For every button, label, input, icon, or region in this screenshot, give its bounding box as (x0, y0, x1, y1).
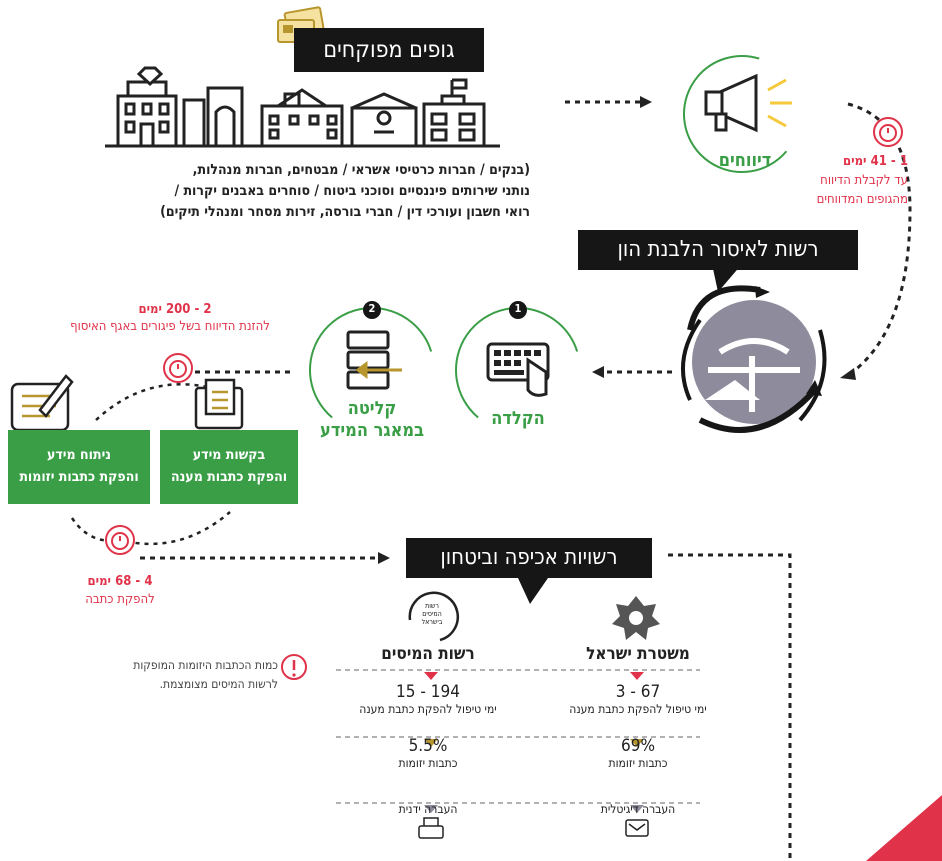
tax-logo-line-3: בישראל (421, 618, 443, 626)
reports-note-line-1: עד לקבלת הדיווח (820, 173, 908, 188)
info-analysis-line-1: ניתוח מידע (47, 447, 111, 463)
step2-number: 2 (368, 302, 376, 315)
entities-line-1: (בנקים / חברות כרטיסי אשראי / מבטחים, חב… (192, 162, 530, 178)
reports-note: עד לקבלת הדיווח מהגופים המדווחים (770, 171, 908, 209)
tax-transfer: העברה ידנית (398, 802, 458, 816)
step2-label-line-2: במאגר המידע (320, 420, 424, 441)
enforcement-note-line-1: כמות הכתבות היזומות המופקות (133, 658, 278, 672)
step1-number: 1 (514, 302, 522, 315)
tax-column: רשות המיסים 194 - 15 ימי טיפול להפקת כתב… (338, 644, 518, 816)
supervised-entities-title: גופים מפוקחים (294, 28, 484, 72)
enforcement-note: כמות הכתבות היזומות המופקות לרשות המיסים… (100, 656, 278, 694)
tax-logo-text: רשות המיסים בישראל (414, 602, 450, 626)
enforcement-note-line-2: לרשות המיסים מצומצמת. (159, 677, 278, 691)
info-requests-line-2: והפקת כתבות מענה (170, 469, 288, 485)
tax-range: 194 - 15 (396, 682, 460, 702)
notepad-pen-icon (10, 374, 74, 432)
production-days: 4 - 68 ימים (87, 574, 153, 589)
police-transfer: העברה דיגיטלית (600, 802, 676, 816)
info-analysis-line-2: והפקת כתבות יזומות (19, 469, 139, 485)
timer-icon-step2 (163, 353, 193, 383)
police-range: 67 - 3 (615, 682, 661, 702)
input-days: 2 - 200 ימים (138, 302, 212, 317)
production-days-note: להפקת כתבה (85, 592, 155, 607)
reports-note-line-2: מהגופים המדווחים (816, 192, 908, 207)
entities-line-2: נותני שירותים פיננסיים וסוכני ביטוח / סו… (174, 183, 530, 199)
police-pct: 69% (621, 736, 655, 756)
alert-icon (281, 654, 307, 680)
row-markers (424, 672, 644, 813)
digital-mail-icon (625, 819, 649, 837)
police-emblem-icon (612, 596, 660, 640)
enforcement-title: רשויות אכיפה וביטחון (406, 538, 652, 578)
timer-icon-boxes (105, 525, 135, 555)
reports-days: 1 - 41 ימים (843, 154, 908, 169)
tax-pct: 5.5% (408, 736, 448, 756)
megaphone-icon (704, 73, 792, 133)
police-column: משטרת ישראל 67 - 3 ימי טיפול להפקת כתבת … (548, 644, 728, 816)
tax-logo-line-1: רשות (425, 602, 439, 610)
authority-emblem-icon (680, 285, 827, 433)
tax-authority-logo (408, 591, 460, 642)
info-requests-line-1: בקשות מידע (192, 447, 266, 463)
tax-range-label: ימי טיפול להפקת כתבת מענה (359, 702, 497, 716)
buildings-icon (105, 66, 500, 148)
input-days-note: להזנת הדיווח בשל פיגורים באגף האיסוף (70, 319, 270, 334)
police-pct-label: כתבות יזומות (608, 756, 668, 770)
tax-logo-line-2: המיסים (422, 610, 442, 618)
timer-icon-reports (873, 117, 903, 147)
keyboard-hand-icon (486, 342, 550, 397)
info-analysis-box: ניתוח מידע והפקת כתבות יזומות (8, 430, 150, 504)
reports-label: דיווחים (718, 150, 772, 171)
corner-triangle (866, 795, 942, 861)
step2-label-line-1: קליטה (347, 398, 397, 419)
info-requests-box: בקשות מידע והפקת כתבות מענה (160, 430, 298, 504)
authority-title: רשות לאיסור הלבנת הון (578, 230, 858, 270)
entities-line-3: רואי חשבון ועורכי דין / חברי בורסה, זירו… (160, 204, 530, 220)
printer-icon (418, 817, 444, 839)
tax-name: רשות המיסים (381, 644, 475, 664)
server-icon (346, 330, 402, 390)
step1-label: הקלדה (491, 408, 545, 429)
step2-label: קליטה במאגר המידע (312, 398, 432, 442)
police-range-label: ימי טיפול להפקת כתבת מענה (569, 702, 707, 716)
police-name: משטרת ישראל (586, 644, 690, 664)
supervised-entities-list: (בנקים / חברות כרטיסי אשראי / מבטחים, חב… (60, 160, 530, 223)
tax-pct-label: כתבות יזומות (398, 756, 458, 770)
